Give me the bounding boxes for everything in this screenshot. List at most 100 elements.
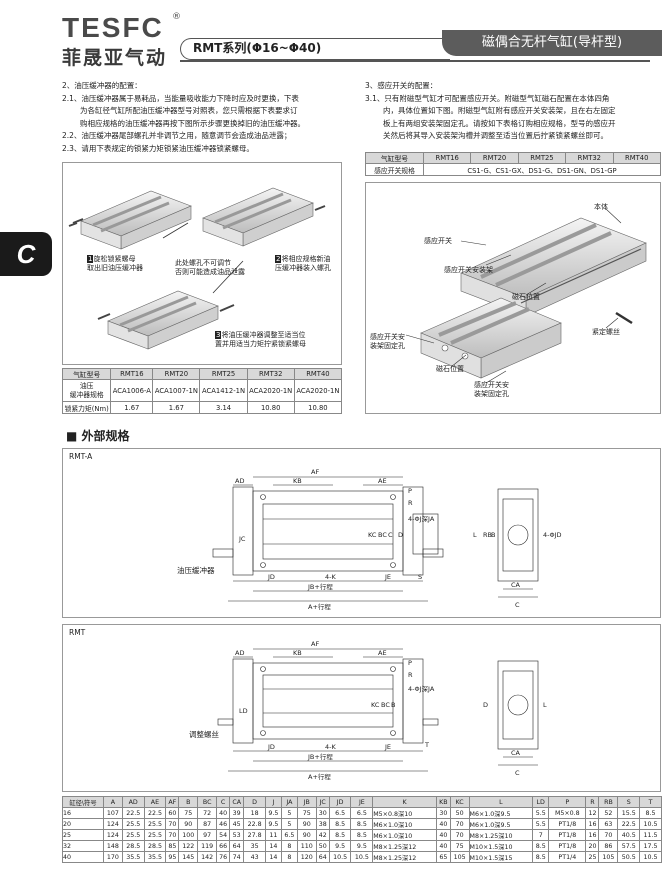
table-cell: 11.5: [639, 829, 662, 841]
dim-JD-2: JD: [267, 743, 275, 751]
table-cell: 10.5: [350, 851, 374, 863]
column-header: 缸径\符号: [62, 796, 104, 808]
table-cell: M5×0.8深10: [372, 807, 437, 819]
dim-KC: KC: [368, 531, 377, 539]
step-1-label: 1旋松锁紧螺母 取出旧油压缓冲器: [87, 255, 143, 272]
column-header: P: [548, 796, 587, 808]
dim-BC-2: BC: [381, 701, 390, 709]
table-cell: 20: [585, 840, 600, 852]
label-magnet-2: 磁石位置: [436, 365, 464, 373]
table-cell: 27.8: [243, 829, 266, 841]
dim-KC-2: KC: [371, 701, 380, 709]
drawing-rmt: RMT AF KB AD AE: [62, 624, 661, 792]
drawing-rmt-a: RMT-A: [62, 448, 661, 618]
column-header: T: [639, 796, 662, 808]
table-cell: 45: [229, 818, 245, 830]
dim-D: D: [398, 531, 403, 539]
dim-L-2: L: [543, 701, 547, 709]
table-cell: 12: [585, 807, 600, 819]
table-cell: 25.5: [143, 829, 167, 841]
column-header: LD: [532, 796, 550, 808]
column-header: L: [468, 796, 534, 808]
table-cell: 9.5: [350, 840, 374, 852]
label-magnet-1: 磁石位置: [512, 293, 540, 301]
table-cell: M8×1.25深12: [372, 840, 437, 852]
dim-P: P: [408, 487, 412, 495]
drawing-rmt-svg: AF KB AD AE P R 4-ΦJ深JA KC BC B LD JD 4-…: [217, 640, 547, 781]
table-cell: 38: [315, 818, 330, 830]
switch-spec-table: 气缸型号 RMT16 RMT20 RMT25 RMT32 RMT40 感应开关规…: [365, 152, 661, 176]
dim-A-2: A+行程: [308, 772, 331, 781]
table-cell: 46: [216, 818, 231, 830]
dim-R-2: R: [408, 671, 413, 679]
table-cell: 8.5: [532, 840, 550, 852]
table-cell: 16: [62, 807, 104, 819]
table-cell: 9.5: [264, 818, 282, 830]
table-cell: 8.5: [639, 807, 662, 819]
table-cell: 75: [296, 807, 317, 819]
column-header: A: [102, 796, 123, 808]
table-cell: 22.5: [121, 807, 145, 819]
column-header: AF: [165, 796, 180, 808]
table-cell: 28.5: [121, 840, 145, 852]
product-type-banner: 磁偶合无杆气缸(导杆型): [442, 30, 662, 56]
table-cell: 35: [243, 840, 266, 852]
label-fixing-hole-2: 感应开关安 装架固定孔: [474, 381, 509, 398]
table-cell: 7: [532, 829, 550, 841]
table-cell: 170: [102, 851, 123, 863]
table-cell: M5×0.8: [548, 807, 587, 819]
table-cell: 8: [280, 840, 298, 852]
table-cell: 16: [585, 829, 600, 841]
table-cell: M6×1.0深9.5: [468, 807, 534, 819]
dim-BC: BC: [378, 531, 387, 539]
table-cell: 107: [102, 807, 123, 819]
column-header: RB: [598, 796, 619, 808]
dim-K-2: 4-K: [325, 743, 336, 751]
header-rule: [180, 60, 650, 62]
table-cell: 10.5: [639, 851, 662, 863]
table-cell: 70: [449, 829, 470, 841]
dim-P-2: P: [408, 659, 412, 667]
dim-S: S: [418, 573, 422, 581]
table-cell: 120: [296, 851, 317, 863]
table-cell: M6×1.0深9.5: [468, 818, 534, 830]
table-cell: 40: [435, 829, 451, 841]
dim-KB-2: KB: [293, 649, 302, 657]
table-cell: 86: [598, 840, 619, 852]
step-3-label: 3将油压缓冲器调整至适当位 置并用适当力矩拧紧锁紧螺母: [215, 331, 306, 348]
table-cell: 66: [216, 840, 231, 852]
table-cell: 87: [197, 818, 218, 830]
table-cell: 97: [197, 829, 218, 841]
dim-JC: JC: [238, 535, 246, 543]
table-cell: 8.5: [328, 818, 352, 830]
table-cell: 42: [315, 829, 330, 841]
table-cell: M6×1.0深10: [372, 818, 437, 830]
table-cell: 8: [280, 851, 298, 863]
dim-A: A+行程: [308, 602, 331, 611]
dim-L: L: [473, 531, 477, 539]
dim-T-2: T: [424, 741, 429, 749]
table-cell: 6.5: [280, 829, 298, 841]
table-cell: 16: [585, 818, 600, 830]
dim-LD-2: LD: [239, 707, 248, 715]
table-cell: 110: [296, 840, 317, 852]
table-cell: 32: [62, 840, 104, 852]
table-cell: 22.5: [143, 807, 167, 819]
dim-B-2: B: [391, 701, 395, 709]
table-cell: 6.5: [350, 807, 374, 819]
column-header: J: [264, 796, 282, 808]
table-cell: 43: [243, 851, 266, 863]
dim-C-side-2: C: [515, 769, 520, 777]
column-header: AE: [143, 796, 167, 808]
dim-JE: JE: [384, 573, 391, 581]
dim-K: 4-K: [325, 573, 336, 581]
table-cell: 40: [435, 818, 451, 830]
table-cell: 65: [435, 851, 451, 863]
table-cell: 9.5: [264, 807, 282, 819]
table-cell: M8×1.25深10: [468, 829, 534, 841]
dim-CA-2: CA: [511, 749, 521, 757]
table-cell: 10.5: [328, 851, 352, 863]
buffer-replacement-figure: 1旋松锁紧螺母 取出旧油压缓冲器 此处螺孔不可调节 否则可能造成油品泄露 2将相…: [62, 162, 342, 365]
